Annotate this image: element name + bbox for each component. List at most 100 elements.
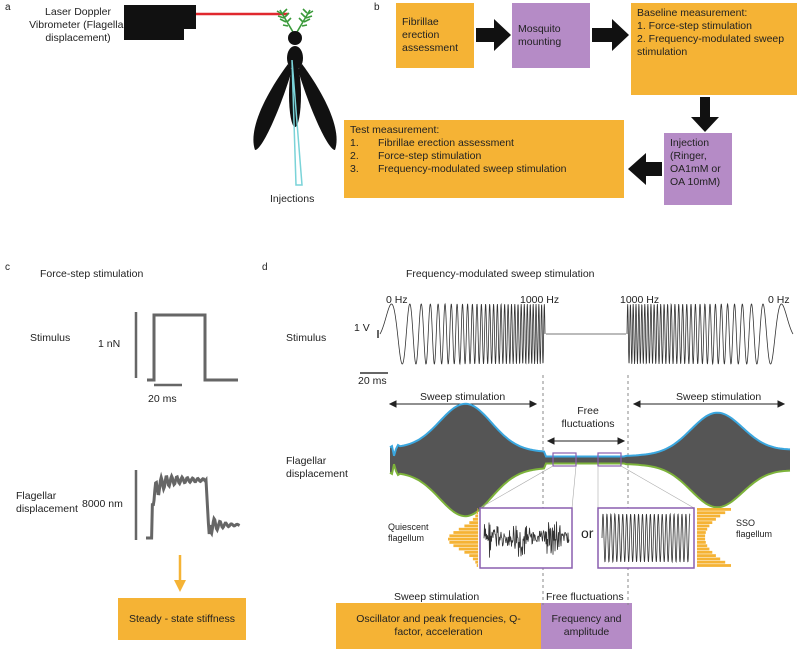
- arrow-down: [691, 97, 719, 132]
- d-voltage-scale: 1 V: [354, 322, 370, 334]
- sweep-stimulus-left: [379, 302, 546, 366]
- mounting-box: Mosquito mounting: [512, 3, 590, 68]
- sso-histogram-bar: [697, 508, 731, 511]
- injections-label: Injections: [270, 193, 315, 205]
- baseline-item-1: 1. Force-step stimulation: [637, 20, 752, 32]
- sso-histogram-bar: [697, 521, 713, 524]
- arrow-left: [628, 153, 662, 185]
- displacement-trace: [146, 471, 241, 540]
- sso-histogram-bar: [697, 547, 710, 551]
- free-fluct-result-box: Frequency and amplitude: [541, 603, 632, 649]
- c-result-arrow-head: [174, 580, 186, 592]
- sso-histogram-bar: [697, 557, 721, 561]
- baseline-title: Baseline measurement:: [637, 7, 748, 19]
- injection-capillary: [291, 59, 303, 186]
- vibrometer-base: [124, 26, 184, 40]
- test-measurement-box: Test measurement: 1. Fibrillae erection …: [344, 120, 624, 198]
- bottom-right-heading: Free fluctuations: [546, 591, 624, 603]
- free-fluct-result-text: Frequency and amplitude: [551, 613, 622, 638]
- mounting-box-text: Mosquito mounting: [518, 22, 562, 48]
- sso-histogram-bar: [697, 550, 713, 554]
- test-item-1-text: Fibrillae erection assessment: [378, 137, 514, 149]
- freq-label-1000hz-right: 1000 Hz: [620, 294, 660, 306]
- panel-letter-b: b: [374, 2, 380, 13]
- steady-state-text: Steady - state stiffness: [128, 612, 236, 625]
- test-title: Test measurement:: [350, 124, 440, 136]
- quiescent-histogram-bar: [476, 564, 478, 567]
- quiescent-histogram-bar: [469, 554, 478, 557]
- fibrillae-box-text: Fibrillae erection assessment: [402, 16, 459, 54]
- quiescent-histogram-bar: [476, 511, 478, 515]
- test-item-1-num: 1.: [350, 137, 359, 149]
- sso-histogram-bar: [697, 524, 710, 528]
- d-displacement-label: Flagellar displacement: [286, 455, 348, 480]
- vibrometer-body: [124, 5, 196, 29]
- c-stimulus-scale: 1 nN: [98, 338, 121, 350]
- test-item-2-text: Force-step stimulation: [378, 150, 482, 162]
- mosquito-antennae: [276, 8, 314, 33]
- sweep-stimulus-right: [626, 302, 794, 366]
- quiescent-selection-box: [552, 452, 577, 467]
- fibrillae-box: Fibrillae erection assessment: [396, 3, 474, 68]
- arrow-right-2: [592, 19, 629, 51]
- sso-histogram-bar: [697, 527, 708, 531]
- freq-label-0hz-right: 0 Hz: [768, 294, 790, 306]
- panel-letter-a: a: [5, 2, 11, 13]
- panel-letter-d: d: [262, 262, 268, 273]
- sweep-left-label: Sweep stimulation: [420, 391, 506, 403]
- sso-histogram-bar: [697, 544, 708, 548]
- free-fluct-label: Free fluctuations: [561, 405, 615, 430]
- quiescent-label: Quiescent flagellum: [388, 522, 429, 543]
- quiescent-histogram-bar: [453, 531, 478, 534]
- freq-label-0hz-left: 0 Hz: [386, 294, 408, 306]
- test-item-3: 3. Frequency-modulated sweep stimulation: [350, 163, 618, 176]
- c-stimulus-label: Stimulus: [30, 332, 71, 344]
- force-step-trace: [147, 313, 238, 382]
- quiescent-noise-trace: [483, 521, 570, 558]
- ldv-label: Laser Doppler Vibrometer (Flagellar disp…: [29, 6, 127, 44]
- quiescent-histogram: [448, 508, 478, 567]
- d-time-scale: 20 ms: [358, 375, 387, 387]
- arrow-right-1: [476, 19, 511, 51]
- test-item-1: 1. Fibrillae erection assessment: [350, 137, 618, 150]
- freq-label-1000hz-left: 1000 Hz: [520, 294, 560, 306]
- sso-histogram-bar: [697, 541, 706, 544]
- c-displacement-scale: 8000 nm: [82, 498, 123, 510]
- quiescent-histogram-bar: [464, 550, 478, 554]
- quiescent-histogram-bar: [472, 517, 478, 521]
- sso-histogram-bar: [697, 537, 706, 541]
- sso-selection-box: [597, 452, 622, 467]
- panel-letter-c: c: [5, 262, 10, 273]
- quiescent-histogram-bar: [469, 521, 478, 524]
- baseline-box: Baseline measurement: 1. Force-step stim…: [631, 3, 797, 95]
- c-time-scale: 20 ms: [148, 393, 177, 405]
- quiescent-histogram-bar: [472, 557, 478, 561]
- sweep-result-text: Oscillator and peak frequencies, Q-facto…: [356, 613, 521, 638]
- c-displacement-label: Flagellar displacement: [16, 490, 78, 515]
- or-label: or: [581, 525, 594, 541]
- quiescent-histogram-bar: [448, 537, 478, 541]
- sweep-result-box: Oscillator and peak frequencies, Q-facto…: [336, 603, 541, 649]
- force-step-title: Force-step stimulation: [40, 268, 144, 280]
- steady-state-box: Steady - state stiffness: [118, 598, 246, 640]
- injection-box: Injection (Ringer, OA1mM or OA 10mM): [664, 133, 732, 205]
- sso-histogram-bar: [697, 534, 706, 538]
- quiescent-histogram-bar: [477, 508, 478, 511]
- quiescent-histogram-bar: [458, 547, 478, 551]
- sso-histogram-bar: [697, 554, 716, 557]
- displacement-envelope-top: [389, 402, 791, 458]
- test-item-3-text: Frequency-modulated sweep stimulation: [378, 163, 567, 175]
- d-stimulus-label: Stimulus: [286, 332, 327, 344]
- sso-histogram: [697, 508, 731, 567]
- quiescent-histogram-bar: [449, 541, 478, 544]
- quiescent-histogram-bar: [475, 514, 478, 518]
- injection-box-text: Injection (Ringer, OA1mM or OA 10mM): [670, 137, 721, 188]
- sweep-title: Frequency-modulated sweep stimulation: [406, 268, 595, 280]
- quiescent-histogram-bar: [449, 534, 478, 538]
- quiescent-histogram-bar: [464, 524, 478, 528]
- sso-histogram-bar: [697, 517, 716, 521]
